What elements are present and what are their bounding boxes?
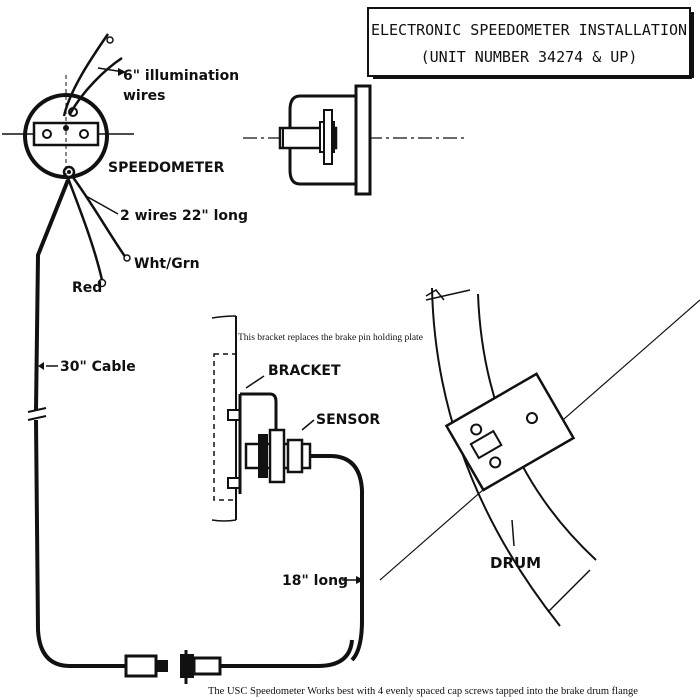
cable-30-label: 30" Cable — [60, 359, 136, 375]
title-box: ELECTRONIC SPEEDOMETER INSTALLATION (UNI… — [367, 7, 694, 79]
wht-grn-label: Wht/Grn — [134, 256, 200, 272]
bracket-label: BRACKET — [268, 363, 341, 379]
brake-plate — [211, 315, 241, 522]
cable-connector — [124, 639, 354, 684]
sensor-label: SENSOR — [316, 412, 380, 428]
eighteen-long-label: 18" long — [282, 573, 348, 589]
title-line-2: (UNIT NUMBER 34274 & UP) — [421, 48, 638, 66]
cable-18-inch — [308, 454, 364, 662]
red-label: Red — [72, 280, 102, 296]
footer-note: The USC Speedometer Works best with 4 ev… — [208, 686, 638, 697]
speedometer-label: SPEEDOMETER — [108, 160, 225, 176]
illumination-wires-label-2: wires — [123, 88, 165, 104]
speedometer-front-view — [2, 75, 134, 186]
cable-30-inch — [27, 179, 126, 668]
drum-label: DRUM — [490, 554, 541, 572]
gauge-wires — [66, 175, 131, 288]
sensor — [244, 419, 315, 484]
bracket-note: This bracket replaces the brake pin hold… — [238, 333, 423, 343]
speedometer-side-view — [243, 84, 468, 196]
two-wires-label: 2 wires 22" long — [120, 208, 248, 224]
brake-drum — [379, 287, 700, 627]
bracket — [238, 375, 278, 494]
title-line-1: ELECTRONIC SPEEDOMETER INSTALLATION — [371, 21, 687, 39]
illumination-wires — [62, 33, 126, 117]
illumination-wires-label-1: 6" illumination — [123, 68, 239, 84]
